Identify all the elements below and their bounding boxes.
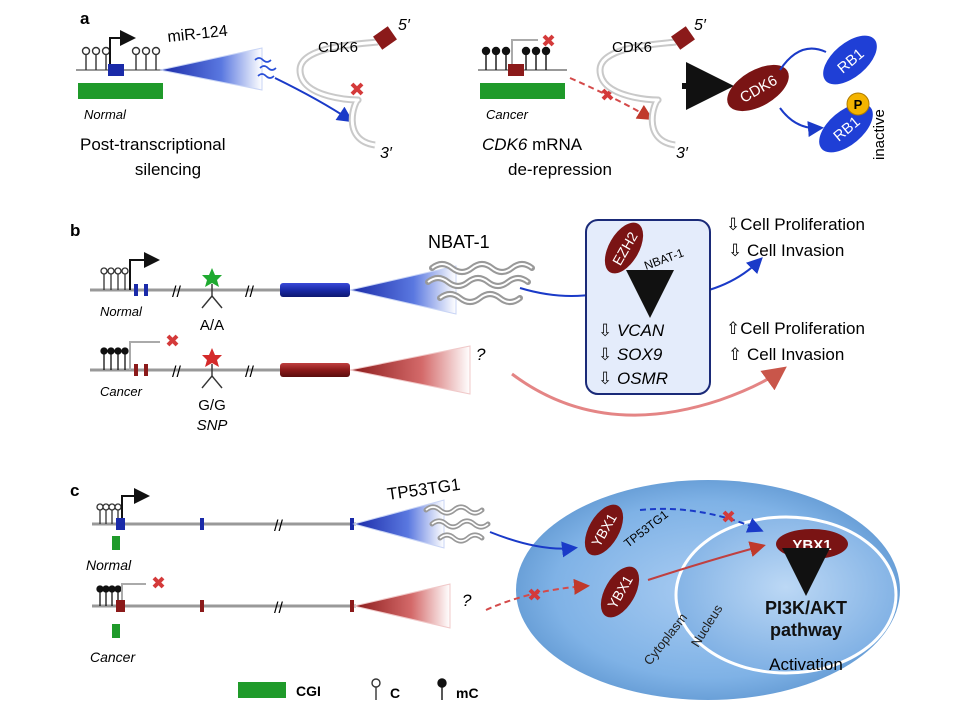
mir124-label: miR-124 xyxy=(167,23,229,46)
nbat-to-ezh2-arrow xyxy=(519,287,597,297)
ybx1-nuclear-entry xyxy=(647,541,766,581)
cancer-gene-b: // // xyxy=(90,334,471,395)
cdk6-mrna-normal xyxy=(296,26,397,149)
nbat1-label: NBAT-1 xyxy=(428,232,490,252)
three-prime-normal: 3′ xyxy=(380,145,393,162)
snp-normal xyxy=(201,268,223,309)
normal-to-cell-arrow xyxy=(489,531,578,558)
snp-cancer xyxy=(201,348,223,389)
caption-cancer-line1: CDK6 mRNA xyxy=(482,135,583,154)
legend-cgi-swatch xyxy=(238,682,286,698)
blocked-nuclear-import xyxy=(639,507,764,533)
cancer-promoter-methylated xyxy=(478,34,567,76)
svg-text://: // xyxy=(274,600,283,617)
ezh2-protein: EZH2 xyxy=(604,222,644,274)
cancer-label-a: Cancer xyxy=(486,107,529,122)
cgi-box-cancer-a xyxy=(480,83,565,99)
legend-c-icon xyxy=(371,678,381,700)
panel-a: a Normal miR-124 xyxy=(76,9,888,179)
cdk6-to-rb1p-arrow xyxy=(779,107,824,137)
genotype-normal: A/A xyxy=(200,317,224,334)
caption-cancer-line2: de-repression xyxy=(508,160,612,179)
mir124-transcript xyxy=(159,47,263,91)
svg-text:P: P xyxy=(854,97,863,112)
blocked-mirna-path xyxy=(569,77,654,121)
down-proliferation: ⇩Cell Proliferation xyxy=(726,215,865,234)
normal-label-c: Normal xyxy=(86,557,132,573)
cdk6-label-cancer: CDK6 xyxy=(612,39,652,56)
snp-label: SNP xyxy=(197,417,228,434)
legend: CGI C mC xyxy=(238,678,479,701)
genotype-cancer: G/G xyxy=(198,397,226,414)
legend-c-label: C xyxy=(390,685,400,701)
three-prime-cancer: 3′ xyxy=(676,145,689,162)
panel-c: c // Normal xyxy=(70,475,900,700)
question-c: ? xyxy=(462,591,472,610)
cancer-label-c: Cancer xyxy=(90,649,136,665)
cancer-gene-c: // xyxy=(92,576,451,638)
mirna-squiggles xyxy=(254,57,277,79)
normal-label-b: Normal xyxy=(100,304,143,319)
ezh2-complex-box xyxy=(585,219,711,395)
svg-text://: // xyxy=(245,364,254,381)
svg-text:YBX1: YBX1 xyxy=(792,537,831,554)
pathway-line1: PI3K/AKT xyxy=(765,598,847,618)
tp53tg1-transcripts-inner xyxy=(425,506,489,542)
legend-mc-icon xyxy=(437,678,447,700)
inactive-label: inactive xyxy=(871,109,888,160)
panel-c-letter: c xyxy=(70,481,79,500)
normal-label-a: Normal xyxy=(84,107,127,122)
cdk6-label-normal: CDK6 xyxy=(318,39,358,56)
cdk6-to-rb1-arc xyxy=(779,47,827,71)
phospho-group: P xyxy=(846,92,870,116)
legend-mc-label: mC xyxy=(456,685,479,701)
question-b: ? xyxy=(476,345,486,364)
ybx1-cytoplasm-top: YBX1 xyxy=(584,504,624,556)
five-prime-cancer: 5′ xyxy=(694,17,707,34)
caption-normal-line2: silencing xyxy=(135,160,201,179)
up-invasion: ⇧ Cell Invasion xyxy=(728,345,844,364)
svg-text://: // xyxy=(274,518,283,535)
up-proliferation: ⇧Cell Proliferation xyxy=(726,319,865,338)
svg-text://: // xyxy=(245,284,254,301)
down-invasion: ⇩ Cell Invasion xyxy=(728,241,844,260)
cancer-effect-curve xyxy=(511,366,787,417)
legend-cgi-label: CGI xyxy=(296,683,321,699)
panel-b-letter: b xyxy=(70,221,80,240)
normal-promoter-unmethylated xyxy=(76,30,165,76)
cdk6-protein: CDK6 xyxy=(727,64,789,112)
normal-gene-b: // // xyxy=(90,252,457,315)
blocked-x-c xyxy=(528,588,541,601)
five-prime-normal: 5′ xyxy=(398,17,411,34)
cancer-to-cell-arrow xyxy=(485,578,590,611)
cdk6-mrna-cancer xyxy=(596,26,695,149)
panel-b: b // // A/A Normal xyxy=(70,215,865,434)
target-vcan: ⇩ VCAN xyxy=(598,321,665,340)
rb1-top: RB1 xyxy=(823,35,877,85)
cleavage-x-normal xyxy=(350,82,364,96)
target-list: ⇩ VCAN ⇩ SOX9 ⇩ OSMR xyxy=(598,321,668,388)
rb1-bottom: RB1 xyxy=(819,103,873,153)
svg-text://: // xyxy=(172,284,181,301)
panel-a-letter: a xyxy=(80,9,90,28)
tp53tg1-label: TP53TG1 xyxy=(386,475,462,504)
nbat1-transcripts-inner xyxy=(427,263,533,303)
target-sox9: ⇩ SOX9 xyxy=(598,345,663,364)
svg-text://: // xyxy=(172,364,181,381)
pathway-line2: pathway xyxy=(770,620,842,640)
caption-normal-line1: Post-transcriptional xyxy=(80,135,226,154)
cancer-label-b: Cancer xyxy=(100,384,143,399)
activation-label: Activation xyxy=(769,655,843,674)
blocked-x-nucleus xyxy=(722,510,735,523)
cgi-box-normal-a xyxy=(78,83,163,99)
normal-gene-c: // xyxy=(92,488,445,550)
target-osmr: ⇩ OSMR xyxy=(598,369,668,388)
ybx1-nucleus: YBX1 xyxy=(776,529,848,559)
mirna-binding-arrow xyxy=(274,77,354,123)
